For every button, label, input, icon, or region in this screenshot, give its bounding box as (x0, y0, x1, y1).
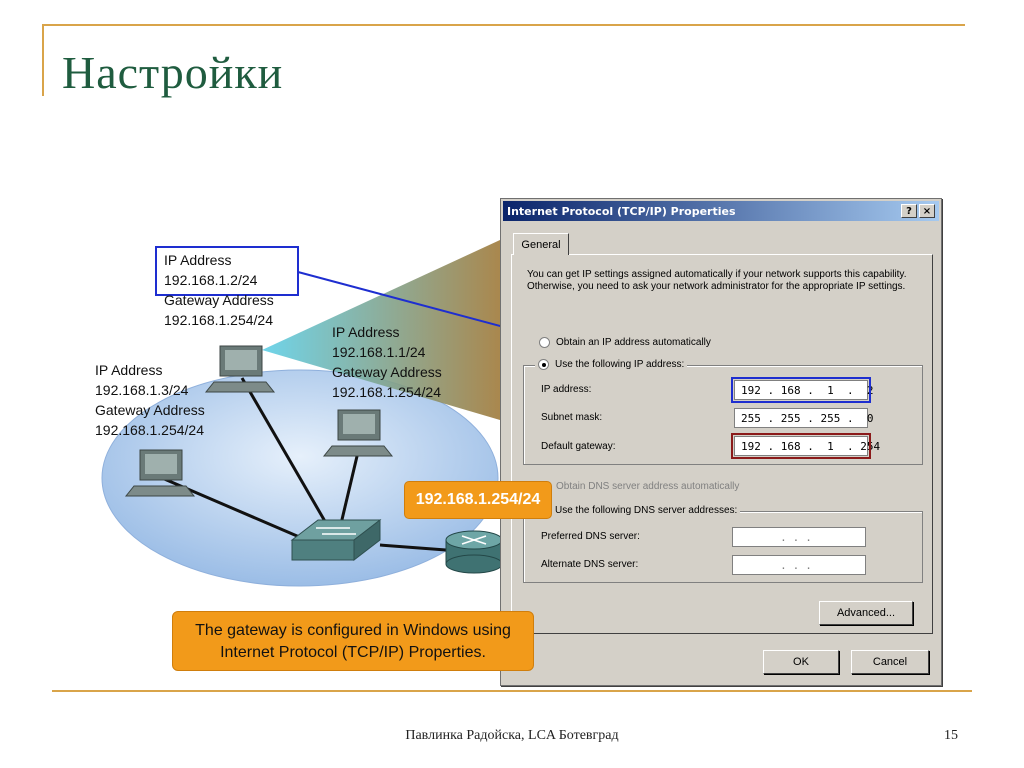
radio-obtain-dns[interactable]: Obtain DNS server address automatically (539, 481, 739, 492)
top-rule (44, 24, 965, 26)
pc-top-labels: IP Address 192.168.1.2/24 Gateway Addres… (164, 250, 274, 330)
radio-obtain-ip-circle (539, 337, 550, 348)
pc-top-icon (204, 345, 276, 393)
pc-top-ip-highlight (155, 246, 299, 296)
ok-button[interactable]: OK (763, 650, 839, 674)
pc-right-labels: IP Address 192.168.1.1/24 Gateway Addres… (332, 322, 442, 402)
radio-use-ip[interactable]: Use the following IP address: (535, 359, 688, 370)
subnet-mask-label: Subnet mask: (541, 412, 603, 423)
pc-right-gw-label: Gateway Address (332, 364, 442, 380)
pc-right-ip-value: 192.168.1.1/24 (332, 344, 426, 360)
pc-top-ip-label: IP Address (164, 252, 232, 268)
default-gateway-label: Default gateway: (541, 441, 616, 452)
radio-use-dns[interactable]: Use the following DNS server addresses: (535, 505, 741, 516)
general-tab-panel (511, 254, 933, 634)
caption-line-2: Internet Protocol (TCP/IP) Properties. (220, 644, 486, 661)
default-gateway-highlight (731, 433, 871, 459)
pc-left-labels: IP Address 192.168.1.3/24 Gateway Addres… (95, 360, 205, 440)
pc-left-gw-label: Gateway Address (95, 402, 205, 418)
pc-left-ip-label: IP Address (95, 362, 163, 378)
dialog-titlebar[interactable]: Internet Protocol (TCP/IP) Properties ? … (503, 201, 939, 221)
dialog-description: You can get IP settings assigned automat… (527, 269, 907, 292)
caption-line-1: The gateway is configured in Windows usi… (195, 622, 511, 639)
router-icon (445, 530, 503, 574)
ip-address-highlight (731, 377, 871, 403)
page-number: 15 (944, 728, 958, 743)
caption-callout: The gateway is configured in Windows usi… (172, 611, 534, 671)
projection-beam (262, 240, 500, 420)
preferred-dns-field[interactable]: ... (732, 527, 866, 547)
radio-use-dns-label: Use the following DNS server addresses: (555, 505, 738, 516)
radio-obtain-ip[interactable]: Obtain an IP address automatically (539, 337, 711, 348)
link-top-pc (240, 377, 332, 531)
slide-title: Настройки (62, 47, 284, 98)
subnet-mask-field[interactable]: 255 . 255 . 255 . 0 (734, 408, 873, 428)
alternate-dns-field[interactable]: ... (732, 555, 866, 575)
advanced-button[interactable]: Advanced... (819, 601, 913, 625)
dialog-title: Internet Protocol (TCP/IP) Properties (507, 204, 736, 218)
bottom-rule (52, 690, 972, 692)
link-right-pc (338, 451, 360, 529)
titlebar-buttons: ? × (901, 204, 935, 218)
tab-general[interactable]: General (513, 233, 569, 255)
pc-left-gw-value: 192.168.1.254/24 (95, 422, 204, 438)
footer-author: Павлинка Радойска, LCA Ботевград (405, 728, 619, 743)
radio-obtain-ip-label: Obtain an IP address automatically (556, 337, 711, 348)
radio-use-ip-label: Use the following IP address: (555, 359, 685, 370)
pc-left-icon (124, 449, 196, 497)
tcpip-properties-dialog: Internet Protocol (TCP/IP) Properties ? … (500, 198, 942, 686)
alternate-dns-label: Alternate DNS server: (541, 559, 639, 570)
cancel-button[interactable]: Cancel (851, 650, 929, 674)
pc-left-ip-value: 192.168.1.3/24 (95, 382, 189, 398)
ip-groupbox (523, 365, 923, 465)
radio-obtain-dns-label: Obtain DNS server address automatically (556, 481, 740, 492)
radio-use-ip-circle (538, 359, 549, 370)
help-button[interactable]: ? (901, 204, 917, 218)
link-router (379, 543, 447, 552)
ip-address-field[interactable]: 192 . 168 . 1 . 2 (734, 380, 873, 400)
left-rule (42, 24, 44, 96)
pc-right-ip-label: IP Address (332, 324, 400, 340)
preferred-dns-label: Preferred DNS server: (541, 531, 640, 542)
ip-address-label: IP address: (541, 384, 592, 395)
close-button[interactable]: × (919, 204, 935, 218)
pc-top-gw-label: Gateway Address (164, 292, 274, 308)
switch-icon (290, 518, 382, 562)
router-ip-callout: 192.168.1.254/24 (404, 481, 552, 519)
pc-top-gw-value: 192.168.1.254/24 (164, 312, 273, 328)
pc-right-icon (322, 409, 394, 457)
pc-right-gw-value: 192.168.1.254/24 (332, 384, 441, 400)
pc-top-ip-value: 192.168.1.2/24 (164, 272, 258, 288)
